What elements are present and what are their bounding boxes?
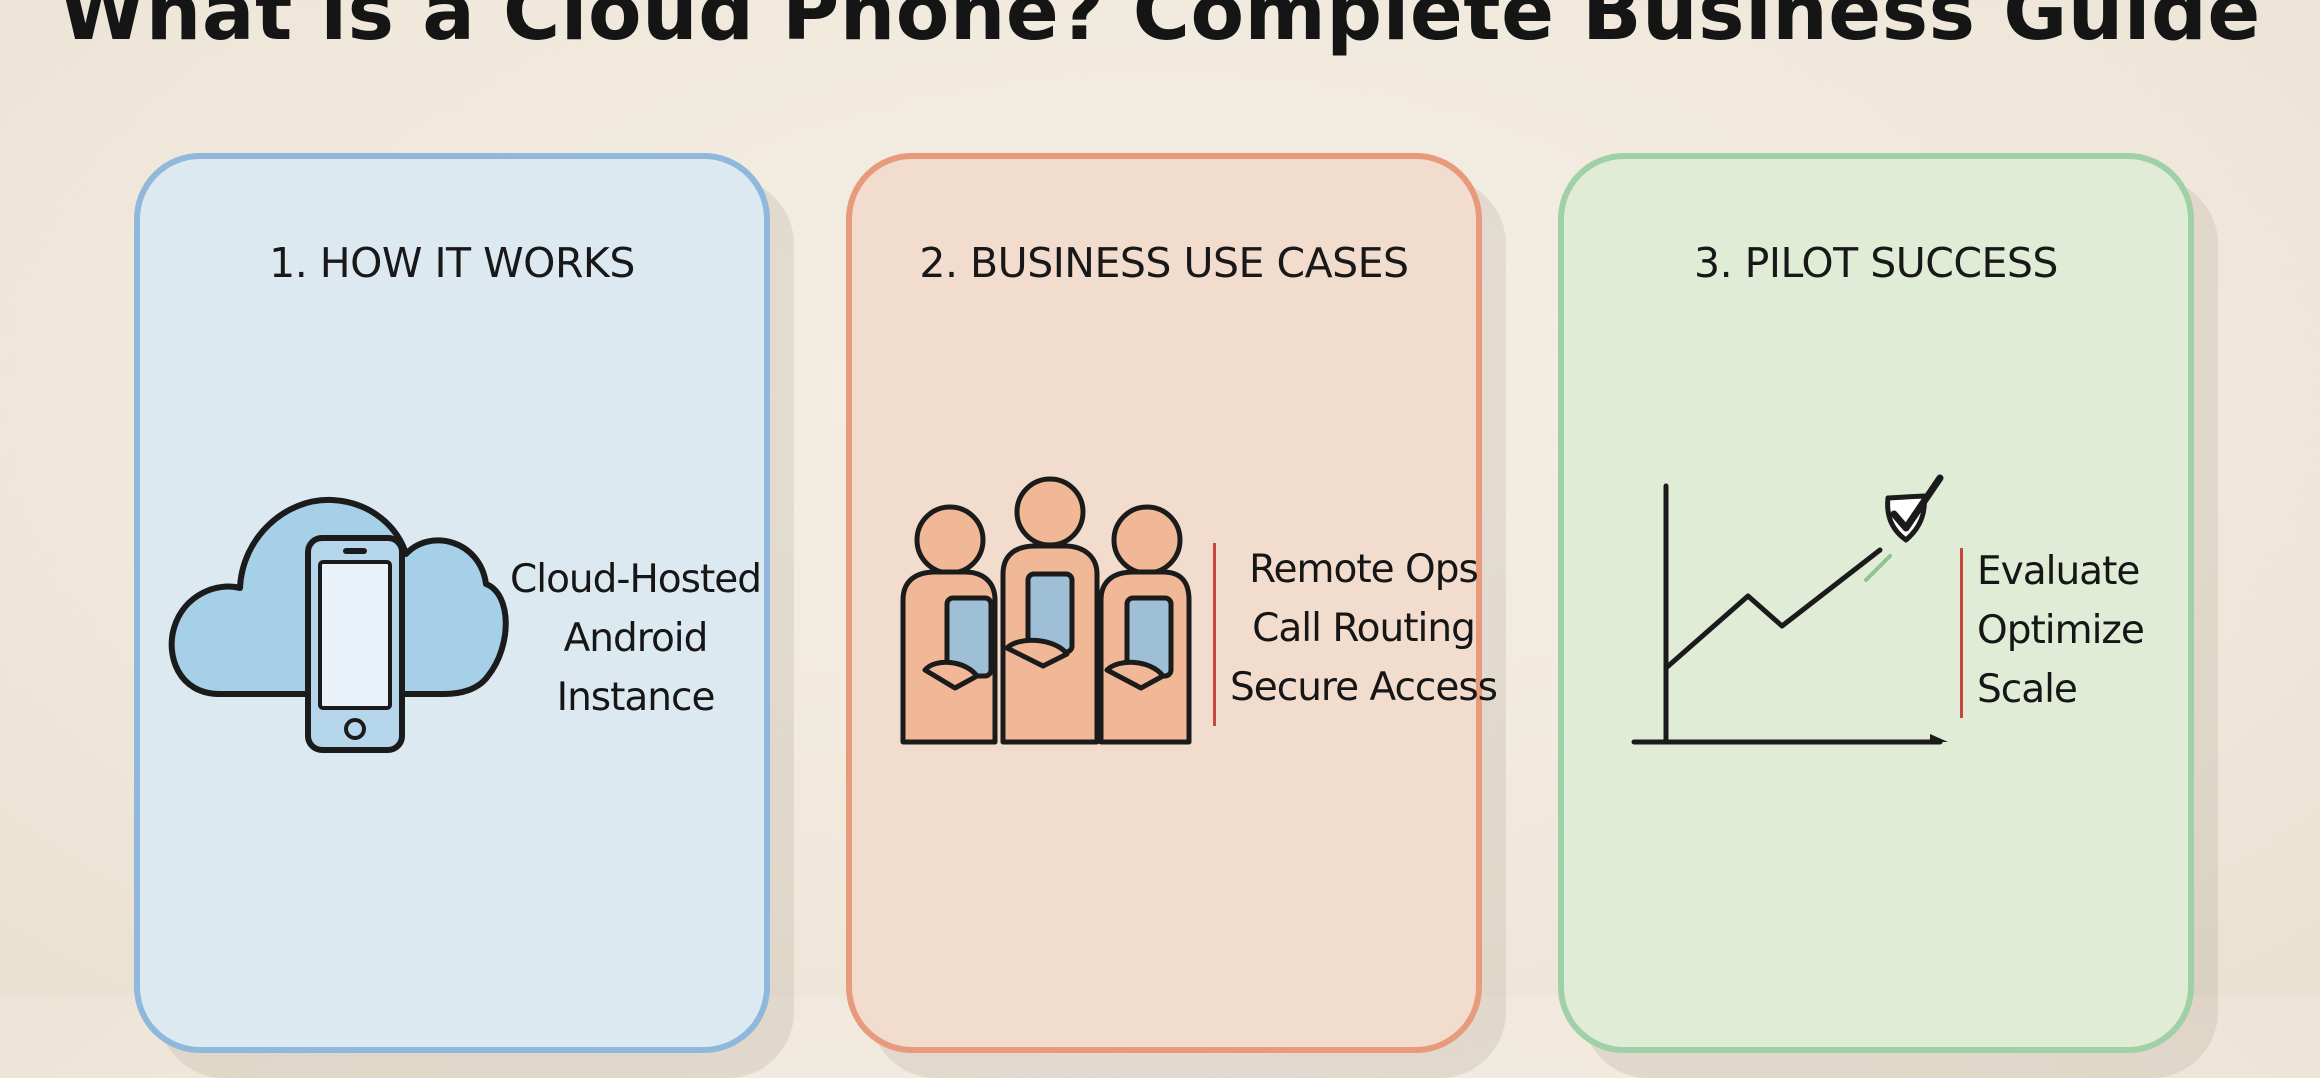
line-item: Android <box>563 616 709 661</box>
accent-bar <box>1213 543 1216 726</box>
line-item: Instance <box>556 675 716 720</box>
line-item: Scale <box>1977 667 2078 712</box>
card-lines: Cloud-Hosted Android Instance <box>510 550 762 727</box>
users-with-phones-icon <box>900 476 1192 745</box>
line-item: Evaluate <box>1977 549 2140 594</box>
line-item: Secure Access <box>1230 665 1498 710</box>
card-lines: Remote Ops Call Routing Secure Access <box>1230 540 1498 717</box>
line-item: Call Routing <box>1252 606 1476 651</box>
growth-chart-check-icon <box>1631 474 1948 750</box>
cloud-phone-icon <box>168 496 509 753</box>
accent-bar <box>1960 548 1963 718</box>
line-item: Cloud-Hosted <box>510 557 762 602</box>
line-item: Remote Ops <box>1249 547 1479 592</box>
page-title: What is a Cloud Phone? Complete Business… <box>59 0 2261 58</box>
line-item: Optimize <box>1977 608 2145 653</box>
card-heading: 1. HOW IT WORKS <box>269 239 635 287</box>
card-lines: Evaluate Optimize Scale <box>1977 542 2145 719</box>
card-heading: 3. PILOT SUCCESS <box>1694 239 2058 287</box>
card-heading: 2. BUSINESS USE CASES <box>919 239 1409 287</box>
